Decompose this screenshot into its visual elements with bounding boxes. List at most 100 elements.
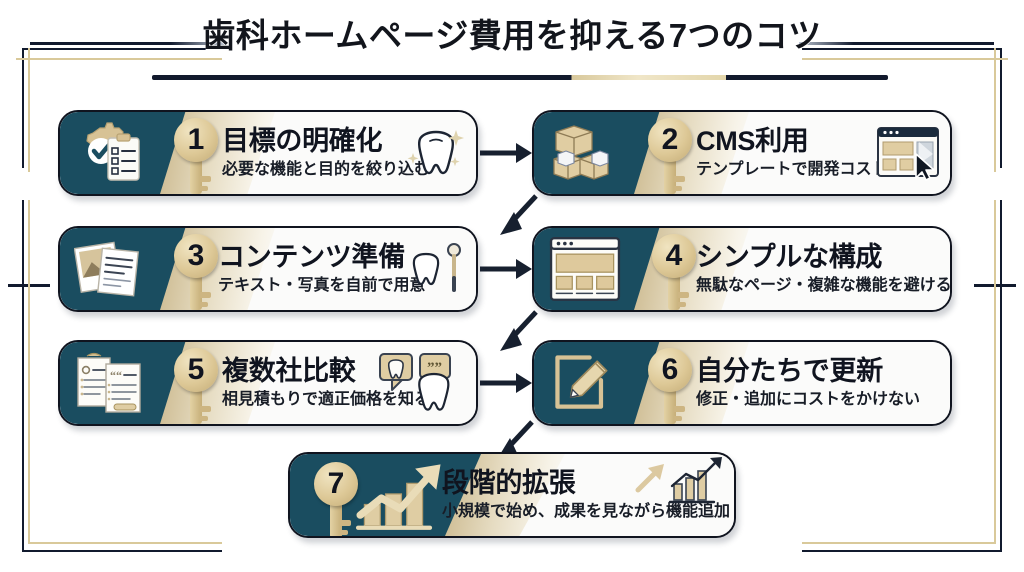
card-text-block: 複数社比較 相見積もりで適正価格を知る [222, 342, 430, 424]
svg-text:””: ”” [427, 360, 442, 376]
arrow-3-to-4 [480, 259, 532, 279]
frame-corner-bottom-right-navy-horizontal [802, 550, 1002, 552]
card-text-block: CMS利用 テンプレートで開発コストを削減 [696, 112, 936, 194]
tip-card-1[interactable]: 1 目標の明確化 必要な機能と目的を絞り込む [58, 110, 478, 196]
growth-chart-arrow-icon [355, 464, 441, 530]
card-number: 2 [661, 123, 679, 156]
card-heading: CMS利用 [696, 126, 809, 157]
key-shaft [668, 274, 680, 310]
card-heading: コンテンツ準備 [218, 242, 405, 273]
card-subtitle: 小規模で始め、成果を見ながら機能追加 [442, 502, 731, 520]
tooth-dental-mirror-icon [412, 243, 461, 292]
tip-card-2[interactable]: 2 CMS利用 テンプレートで開発コストを削減 [532, 110, 952, 196]
key-tooth-lower [200, 416, 208, 421]
key-tooth-lower [674, 186, 682, 191]
key-tooth-lower [678, 302, 686, 307]
card-heading: 自分たちで更新 [696, 356, 883, 387]
key-head [652, 234, 696, 278]
frame-corner-top-right-navy-vertical [1000, 48, 1002, 168]
title-block: 歯科ホームページ費用を抑える7つのコツ [0, 17, 1024, 54]
key-shaft [330, 502, 342, 536]
browser-wireframe-icon [549, 237, 621, 301]
svg-text:““: ““ [110, 368, 122, 382]
frame-corner-bottom-left-navy-vertical [22, 200, 24, 552]
card-number: 3 [187, 239, 205, 272]
key-shaft [190, 388, 202, 424]
tip-card-6[interactable]: 6 自分たちで更新 修正・追加にコストをかけない [532, 340, 952, 426]
photo-stack-icon [74, 241, 139, 297]
title-underline-rule [152, 75, 888, 80]
key-tooth-lower [674, 416, 682, 421]
card-number: 6 [661, 353, 679, 386]
frame-corner-bottom-right-gold-vertical [994, 200, 996, 544]
card-subtitle: 修正・追加にコストをかけない [696, 390, 921, 408]
edit-pencil-square-icon [555, 355, 608, 409]
card-subtitle: 必要な機能と目的を絞り込む [222, 160, 431, 178]
card-subtitle: 無駄なページ・複雑な機能を避ける [696, 276, 952, 294]
tooth-sparkle-icon [407, 130, 464, 175]
key-head [174, 348, 218, 392]
key-tooth-upper [678, 292, 689, 298]
frame-corner-top-left-navy-vertical [22, 48, 24, 168]
frame-corner-top-left-gold-horizontal [16, 58, 222, 60]
frame-corner-bottom-right-navy-vertical [1000, 200, 1002, 552]
frame-corner-bottom-left-navy-horizontal [22, 550, 222, 552]
tip-card-5[interactable]: ““ 5 複数社比較 相見積もりで適正価格を知る ”” [58, 340, 478, 426]
documents-compare-icon: ““ [77, 352, 141, 413]
frame-left-tick [8, 284, 50, 287]
key-tooth-upper [200, 292, 211, 298]
card-text-block: コンテンツ準備 テキスト・写真を自前で用意 [218, 228, 426, 310]
key-shaft [190, 274, 202, 310]
frame-corner-bottom-left-gold-horizontal [28, 542, 222, 544]
key-badge-6: 6 [642, 348, 698, 424]
key-badge-3: 3 [168, 234, 224, 310]
card-text-block: シンプルな構成 無駄なページ・複雑な機能を避ける [696, 228, 952, 310]
card-subtitle: テンプレートで開発コストを削減 [696, 160, 936, 178]
card-text-block: 自分たちで更新 修正・追加にコストをかけない [696, 342, 920, 424]
key-tooth-upper [200, 406, 211, 412]
key-tooth-upper [674, 406, 685, 412]
frame-corner-bottom-left-gold-vertical [28, 200, 30, 544]
key-badge-4: 4 [646, 234, 702, 310]
key-tooth-lower [200, 302, 208, 307]
card-heading: シンプルな構成 [696, 242, 883, 273]
key-badge-7: 7 [308, 462, 364, 536]
card-number: 4 [665, 239, 683, 272]
key-tooth-lower [340, 530, 348, 535]
bar-chart-trend-icon [635, 456, 722, 504]
frame-corner-bottom-right-gold-horizontal [802, 542, 996, 544]
key-badge-2: 2 [642, 118, 698, 194]
card-heading: 目標の明確化 [222, 126, 383, 157]
card-text-block: 段階的拡張 小規模で始め、成果を見ながら機能追加 [442, 454, 730, 536]
card-heading: 複数社比較 [222, 356, 356, 387]
card-heading: 段階的拡張 [442, 468, 576, 499]
key-badge-1: 1 [168, 118, 224, 194]
arrow-1-to-2 [480, 143, 532, 163]
card-number: 5 [187, 353, 205, 386]
key-head [648, 348, 692, 392]
key-head [174, 118, 218, 162]
key-head [314, 462, 358, 506]
card-number: 7 [327, 467, 345, 500]
arrow-5-to-6 [480, 373, 532, 393]
speech-bubble-tooth-icon: ”” [379, 353, 451, 411]
key-tooth-upper [674, 176, 685, 182]
key-head [648, 118, 692, 162]
stacked-boxes-icon [553, 125, 609, 180]
frame-corner-top-right-gold-horizontal [802, 58, 1008, 60]
card-subtitle: テキスト・写真を自前で用意 [218, 276, 426, 294]
card-number: 1 [187, 123, 205, 156]
page-title: 歯科ホームページ費用を抑える7つのコツ [202, 17, 822, 54]
tip-card-3[interactable]: 3 コンテンツ準備 テキスト・写真を自前で用意 [58, 226, 478, 312]
tip-card-4[interactable]: 4 シンプルな構成 無駄なページ・複雑な機能を避ける [532, 226, 952, 312]
arrow-4-to-5 [500, 310, 538, 351]
key-shaft [664, 388, 676, 424]
key-shaft [664, 158, 676, 194]
frame-right-tick [974, 284, 1016, 287]
key-tooth-lower [200, 186, 208, 191]
tip-card-7[interactable]: 7 段階的拡張 小規模で始め、成果を見ながら機能追加 [288, 452, 736, 538]
key-shaft [190, 158, 202, 194]
gear-checklist-icon [86, 122, 140, 181]
frame-corner-top-left-gold-vertical [28, 48, 30, 172]
